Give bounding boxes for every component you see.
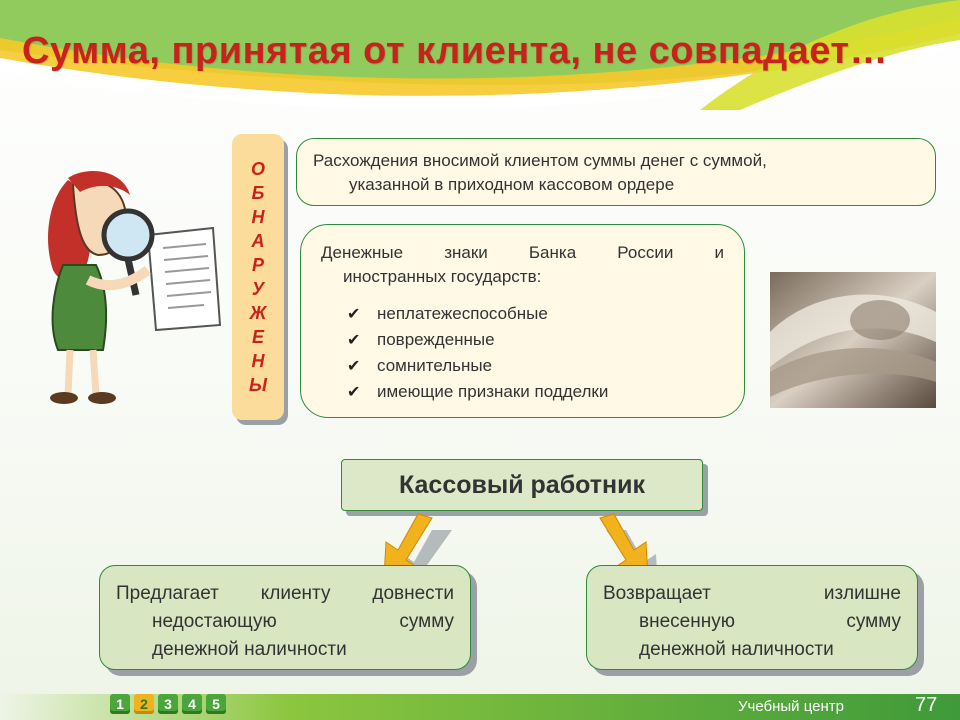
cashier-label: Кассовый работник (398, 470, 646, 499)
return-word: внесенную (639, 611, 735, 632)
return-word: излишне (823, 583, 901, 604)
detected-vertical-label: О Б Н А Р У Ж Е Н Ы (232, 134, 284, 420)
detective-illustration (48, 171, 222, 404)
vertical-letter: О (250, 159, 265, 179)
offer-client-box: Предлагает клиенту довнести недостающую … (99, 565, 471, 670)
vertical-letter: Ы (249, 375, 267, 395)
list-item-text: имеющие признаки подделки (377, 382, 609, 401)
banknotes-photo (770, 272, 936, 408)
return-word: Возвращает (603, 583, 711, 604)
vertical-letter: Р (251, 255, 264, 275)
vertical-letter: Н (251, 351, 265, 371)
nav-number-4[interactable]: 4 (182, 694, 202, 714)
heading-word: Денежные (321, 243, 404, 262)
return-line-3: денежной наличности (639, 639, 834, 660)
list-item: ✔ неплатежеспособные (347, 301, 724, 327)
offer-line-2: недостающую сумму (116, 608, 454, 636)
return-line-2: внесенную сумму (603, 608, 901, 636)
banknotes-box: Денежные знаки Банка России и иностранны… (300, 224, 745, 418)
slide-title: Сумма, принятая от клиента, не совпадает… (22, 30, 888, 72)
checkmark-icon: ✔ (347, 306, 361, 323)
offer-word: сумму (399, 611, 454, 632)
training-center-label: Учебный центр (738, 698, 844, 715)
return-line-1: Возвращает излишне (603, 580, 901, 608)
checkmark-icon: ✔ (347, 332, 361, 349)
list-item-text: неплатежеспособные (377, 304, 548, 323)
heading-word: и (714, 243, 724, 262)
banknotes-list: ✔ неплатежеспособные ✔ поврежденные ✔ сомни… (321, 301, 724, 405)
vertical-letter: Б (251, 183, 265, 203)
banknotes-heading: Денежные знаки Банка России и (321, 241, 724, 265)
nav-number-5[interactable]: 5 (206, 694, 226, 714)
offer-line-3: денежной наличности (152, 639, 347, 660)
heading-word: знаки (444, 243, 488, 262)
vertical-letter: Е (251, 327, 264, 347)
nav-number-3[interactable]: 3 (158, 694, 178, 714)
list-item-text: поврежденные (377, 330, 495, 349)
nav-number-1[interactable]: 1 (110, 694, 130, 714)
discrepancy-line-1: Расхождения вносимой клиентом суммы дене… (313, 151, 767, 170)
offer-word: клиенту (260, 583, 331, 604)
offer-word: Предлагает (116, 583, 219, 604)
list-item: ✔ поврежденные (347, 327, 724, 353)
discrepancy-box: Расхождения вносимой клиентом суммы дене… (296, 138, 936, 206)
checkmark-icon: ✔ (347, 384, 361, 401)
nav-number-2[interactable]: 2 (134, 694, 154, 714)
offer-word: недостающую (152, 611, 277, 632)
vertical-letter: А (251, 231, 265, 251)
checkmark-icon: ✔ (347, 358, 361, 375)
heading-word: Банка (528, 243, 577, 262)
offer-line-1: Предлагает клиенту довнести (116, 580, 454, 608)
vertical-letter: Н (251, 207, 265, 227)
cashier-box: Кассовый работник (341, 459, 703, 511)
offer-word: довнести (372, 583, 454, 604)
vertical-letter: У (251, 279, 265, 299)
page-number: 77 (915, 694, 938, 716)
vertical-letter: Ж (249, 303, 267, 323)
list-item: ✔ имеющие признаки подделки (347, 379, 724, 405)
list-item-text: сомнительные (377, 356, 493, 375)
heading-word: России (617, 243, 674, 262)
list-item: ✔ сомнительные (347, 353, 724, 379)
discrepancy-line-2: указанной в приходном кассовом ордере (349, 175, 675, 194)
slide-navigation: 1 2 3 4 5 (110, 694, 226, 714)
return-word: сумму (846, 611, 901, 632)
return-excess-box: Возвращает излишне внесенную сумму денеж… (586, 565, 918, 670)
banknotes-heading-line-2: иностранных государств: (343, 267, 542, 286)
